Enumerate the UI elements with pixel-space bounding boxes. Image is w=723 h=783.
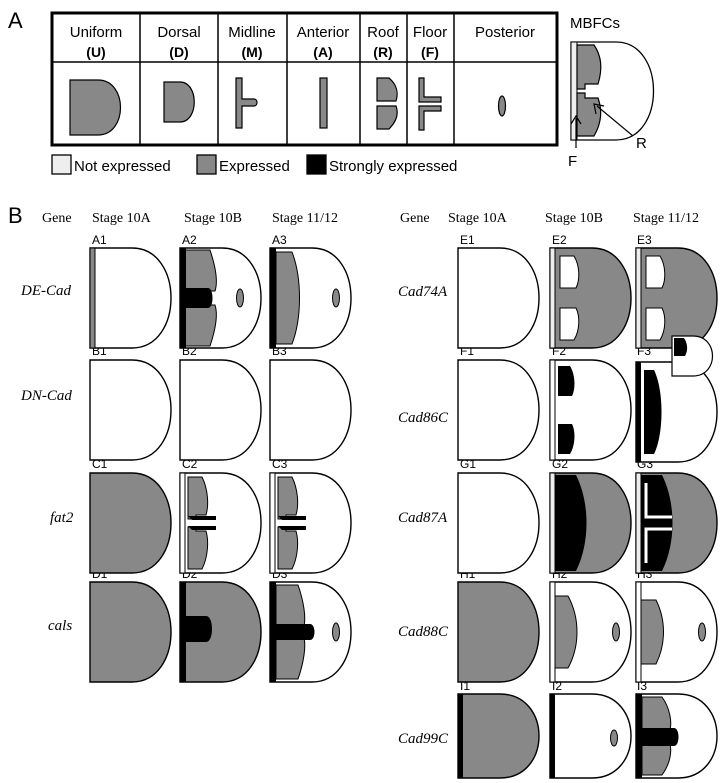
egg-c1 <box>90 473 171 573</box>
egg-f2 <box>550 360 631 460</box>
pattern-anterior-name: Anterior <box>297 24 350 41</box>
egg-h1 <box>458 582 539 682</box>
egg-b2 <box>180 360 261 460</box>
egg-b3 <box>270 360 351 460</box>
egg-d1 <box>90 582 171 682</box>
pattern-roof-code: (R) <box>373 44 392 60</box>
pattern-posterior-name: Posterior <box>475 24 535 41</box>
egg-a3 <box>270 248 351 348</box>
header-left-gene: Gene <box>42 211 72 226</box>
pattern-floor-name: Floor <box>413 24 447 41</box>
pattern-table: Uniform (U) Dorsal (D) Midline (M) Anter… <box>52 13 557 145</box>
legend-not-expressed: Not expressed <box>74 158 171 175</box>
egg-e2 <box>550 248 631 348</box>
egg-f3-inset <box>672 336 713 376</box>
egg-f1 <box>458 360 539 460</box>
gene-name-de-cad: DE-Cad <box>20 283 71 299</box>
legend-swatch-not-expressed <box>52 155 71 174</box>
egg-i3 <box>636 694 717 778</box>
egg-h3 <box>636 582 717 682</box>
panel-id-e2: E2 <box>552 233 567 247</box>
pattern-uniform-name: Uniform <box>70 24 123 41</box>
egg-h2 <box>550 582 631 682</box>
egg-g3 <box>636 473 717 573</box>
header-right-stage1: Stage 10A <box>448 211 508 226</box>
legend-strongly-expressed: Strongly expressed <box>329 158 457 175</box>
header-left: Gene Stage 10A Stage 10B Stage 11/12 <box>42 211 338 226</box>
header-left-stage2: Stage 10B <box>184 211 242 226</box>
legend: Not expressed Expressed Strongly express… <box>52 155 457 175</box>
header-left-stage3: Stage 11/12 <box>272 211 338 226</box>
egg-i2 <box>550 694 631 778</box>
pattern-midline-code: (M) <box>242 44 263 60</box>
egg-g1 <box>458 473 539 573</box>
header-right-stage2: Stage 10B <box>545 211 603 226</box>
header-left-stage1: Stage 10A <box>92 211 152 226</box>
gene-name-fat2: fat2 <box>50 510 74 526</box>
egg-d2 <box>180 582 261 682</box>
header-right-gene: Gene <box>400 211 430 226</box>
legend-swatch-expressed <box>197 155 216 174</box>
panel-a-label: A <box>8 8 23 33</box>
pattern-uniform-code: (U) <box>86 44 105 60</box>
mbfc-title: MBFCs <box>570 15 620 32</box>
panel-id-e1: E1 <box>460 233 475 247</box>
egg-d3 <box>270 582 351 682</box>
egg-g2 <box>550 473 631 573</box>
gene-name-cals: cals <box>48 618 72 634</box>
header-right-stage3: Stage 11/12 <box>633 211 699 226</box>
egg-a1 <box>90 248 171 348</box>
egg-e3 <box>636 248 717 348</box>
gene-name-dn-cad: DN-Cad <box>20 388 72 404</box>
egg-c3 <box>270 473 351 573</box>
panel-id-a2: A2 <box>182 233 197 247</box>
egg-c2 <box>180 473 261 573</box>
gene-name-cad86c: Cad86C <box>398 410 449 426</box>
pattern-dorsal-name: Dorsal <box>157 24 200 41</box>
posterior-shape <box>499 96 506 116</box>
legend-expressed: Expressed <box>219 158 290 175</box>
header-right: Gene Stage 10A Stage 10B Stage 11/12 <box>400 211 699 226</box>
panel-id-e3: E3 <box>637 233 652 247</box>
panel-b-label: B <box>8 203 23 228</box>
gene-name-cad88c: Cad88C <box>398 624 449 640</box>
gene-name-cad99c: Cad99C <box>398 731 449 747</box>
panel-id-a1: A1 <box>92 233 107 247</box>
egg-e1 <box>458 248 539 348</box>
pattern-midline-name: Midline <box>228 24 276 41</box>
panel-id-a3: A3 <box>272 233 287 247</box>
mbfc-diagram: MBFCs F R <box>568 15 654 170</box>
egg-a2 <box>180 248 261 348</box>
gene-name-cad87a: Cad87A <box>398 510 448 526</box>
egg-i1 <box>458 694 539 778</box>
legend-swatch-strong <box>307 155 326 174</box>
gene-name-cad74a: Cad74A <box>398 284 448 300</box>
pattern-roof-name: Roof <box>367 24 400 41</box>
pattern-anterior-code: (A) <box>313 44 332 60</box>
mbfc-floor-label: F <box>568 153 577 170</box>
egg-b1 <box>90 360 171 460</box>
anterior-shape <box>320 78 327 128</box>
pattern-floor-code: (F) <box>421 44 439 60</box>
uniform-shape <box>70 80 121 135</box>
mbfc-roof-label: R <box>636 135 647 152</box>
pattern-dorsal-code: (D) <box>169 44 188 60</box>
egg-f3 <box>636 362 717 462</box>
dorsal-shape <box>164 82 194 122</box>
